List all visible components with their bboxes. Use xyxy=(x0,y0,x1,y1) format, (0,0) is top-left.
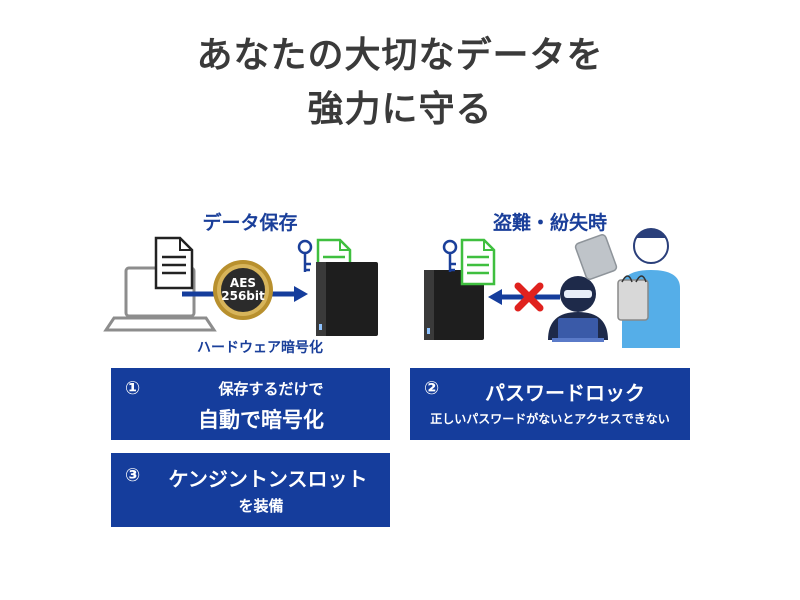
portable-drive-icon xyxy=(574,234,618,280)
panel-line1: パスワードロック xyxy=(485,381,645,405)
hdd-icon xyxy=(316,262,378,336)
lock-badge-icon xyxy=(213,260,273,320)
aes-badge-line1: AES xyxy=(229,276,257,290)
document-icon-right xyxy=(460,238,496,286)
aes-badge: AES 256bit xyxy=(213,277,273,303)
panel-number: ③ xyxy=(125,465,141,486)
panel-line1: 保存するだけで xyxy=(218,380,324,398)
panel-line1: ケンジントンスロット xyxy=(168,467,368,491)
hacker-icon xyxy=(548,276,608,342)
key-icon-right xyxy=(442,239,458,272)
aes-badge-line2: 256bit xyxy=(221,289,265,303)
panel-number: ① xyxy=(125,378,141,399)
cross-icon xyxy=(514,282,544,312)
panel-line2: 自動で暗号化 xyxy=(198,408,324,432)
person-icon xyxy=(617,228,680,348)
hdd-icon-right xyxy=(424,270,484,340)
panel-number: ② xyxy=(424,378,440,399)
feature-panel-encryption: ① 保存するだけで 自動で暗号化 xyxy=(111,368,390,440)
panel-line2: 正しいパスワードがないとアクセスできない xyxy=(430,412,670,426)
caption-theft-loss: 盗難・紛失時 xyxy=(492,212,607,234)
document-icon xyxy=(154,236,194,290)
caption-data-storage: データ保存 xyxy=(202,212,298,234)
page-title-line1: あなたの大切なデータを xyxy=(196,35,604,76)
hardware-encryption-label: ハードウェア暗号化 xyxy=(197,340,323,356)
key-icon xyxy=(297,239,313,272)
feature-panel-kensington: ③ ケンジントンスロット を装備 xyxy=(111,453,390,527)
feature-panel-password: ② パスワードロック 正しいパスワードがないとアクセスできない xyxy=(410,368,690,440)
panel-line2: を装備 xyxy=(238,497,284,515)
page-title-line2: 強力に守る xyxy=(307,89,493,130)
